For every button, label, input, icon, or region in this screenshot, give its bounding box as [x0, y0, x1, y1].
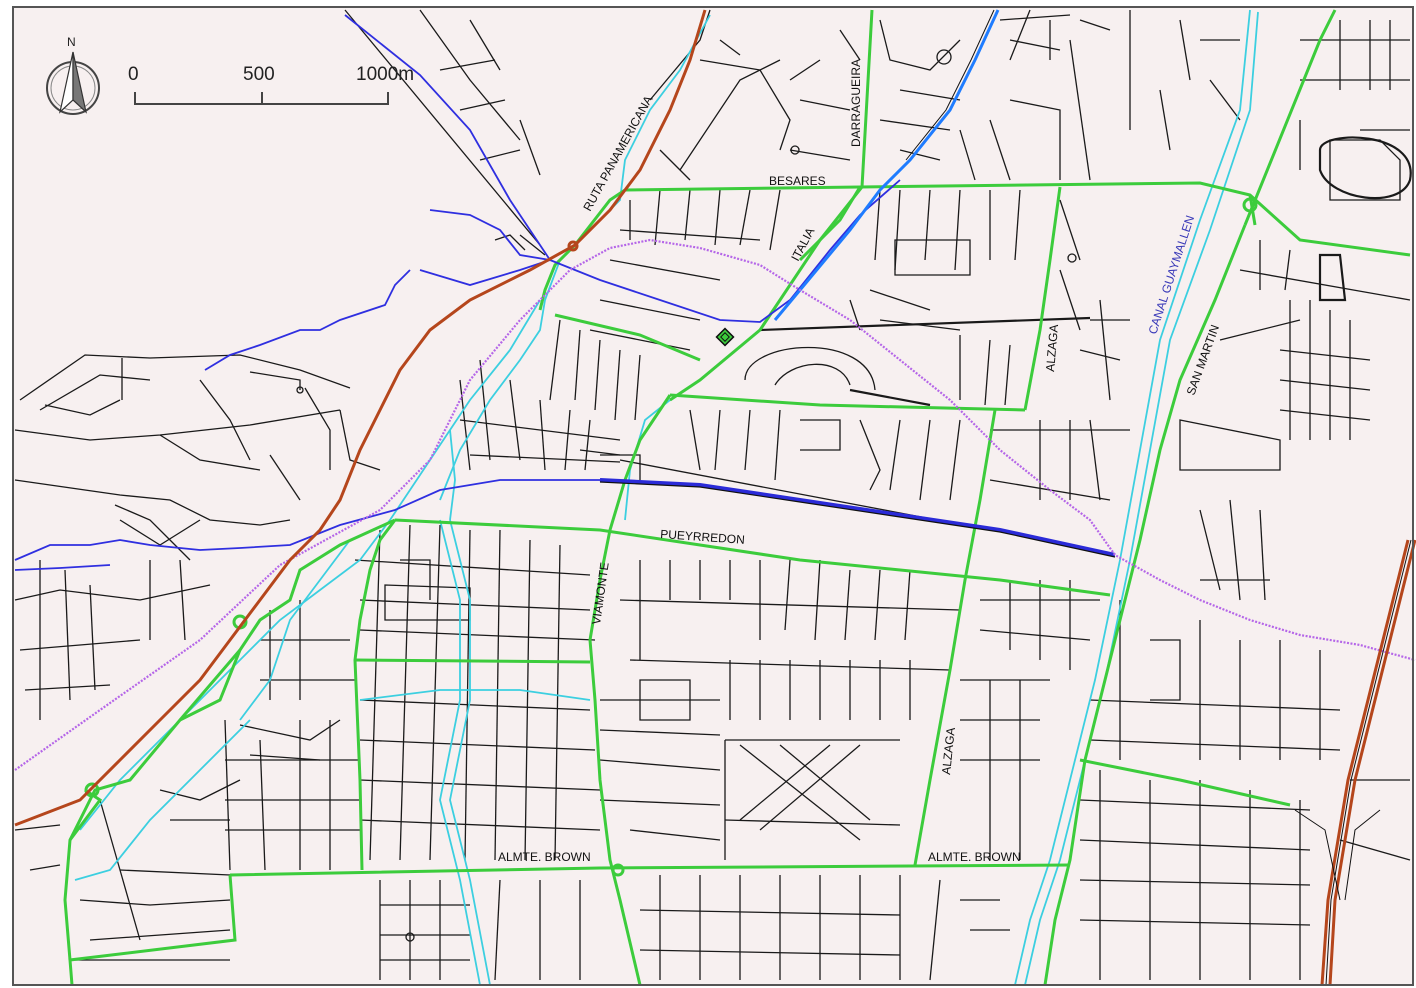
- label-pueyrredon: PUEYRREDON: [660, 527, 745, 547]
- label-darragueira: DARRAGUEIRA: [849, 59, 863, 147]
- railway: [14, 238, 1416, 771]
- highway: [14, 9, 1416, 986]
- label-almte-brown-east: ALMTE. BROWN: [928, 850, 1021, 864]
- highway-outline: [1294, 539, 1412, 986]
- pueyrredon-road: [394, 518, 1111, 597]
- map-background: [13, 7, 1413, 985]
- main-roads: [63, 9, 1411, 986]
- label-almte-brown-west: ALMTE. BROWN: [498, 850, 591, 864]
- scale-label-1000m: 1000m: [356, 64, 414, 85]
- major-local-streets: [759, 136, 1412, 407]
- river-doubled-blue: [599, 478, 1116, 557]
- san-martin-road: [1043, 224, 1247, 986]
- besares-road: [624, 181, 1411, 257]
- map-border: [12, 6, 1414, 986]
- landmark-marker: [715, 327, 735, 347]
- north-arrow-icon: N: [46, 35, 100, 115]
- river-inner-line: [599, 481, 1116, 558]
- north-label: N: [67, 35, 76, 49]
- alzaga-road: [913, 409, 997, 866]
- scale-label-500: 500: [243, 64, 275, 85]
- almte-brown-road: [229, 863, 1071, 877]
- scale-bar: 0 500 1000m: [128, 64, 414, 105]
- bright-blue-canal-border: [905, 9, 995, 161]
- rivers: [14, 14, 901, 571]
- scale-label-0: 0: [128, 64, 139, 85]
- bright-blue-canal: [773, 9, 1000, 321]
- local-streets: [14, 9, 1411, 981]
- label-besares: BESARES: [769, 174, 826, 188]
- label-alzaga-south: ALZAGA: [939, 727, 958, 776]
- label-alzaga-north: ALZAGA: [1043, 324, 1061, 372]
